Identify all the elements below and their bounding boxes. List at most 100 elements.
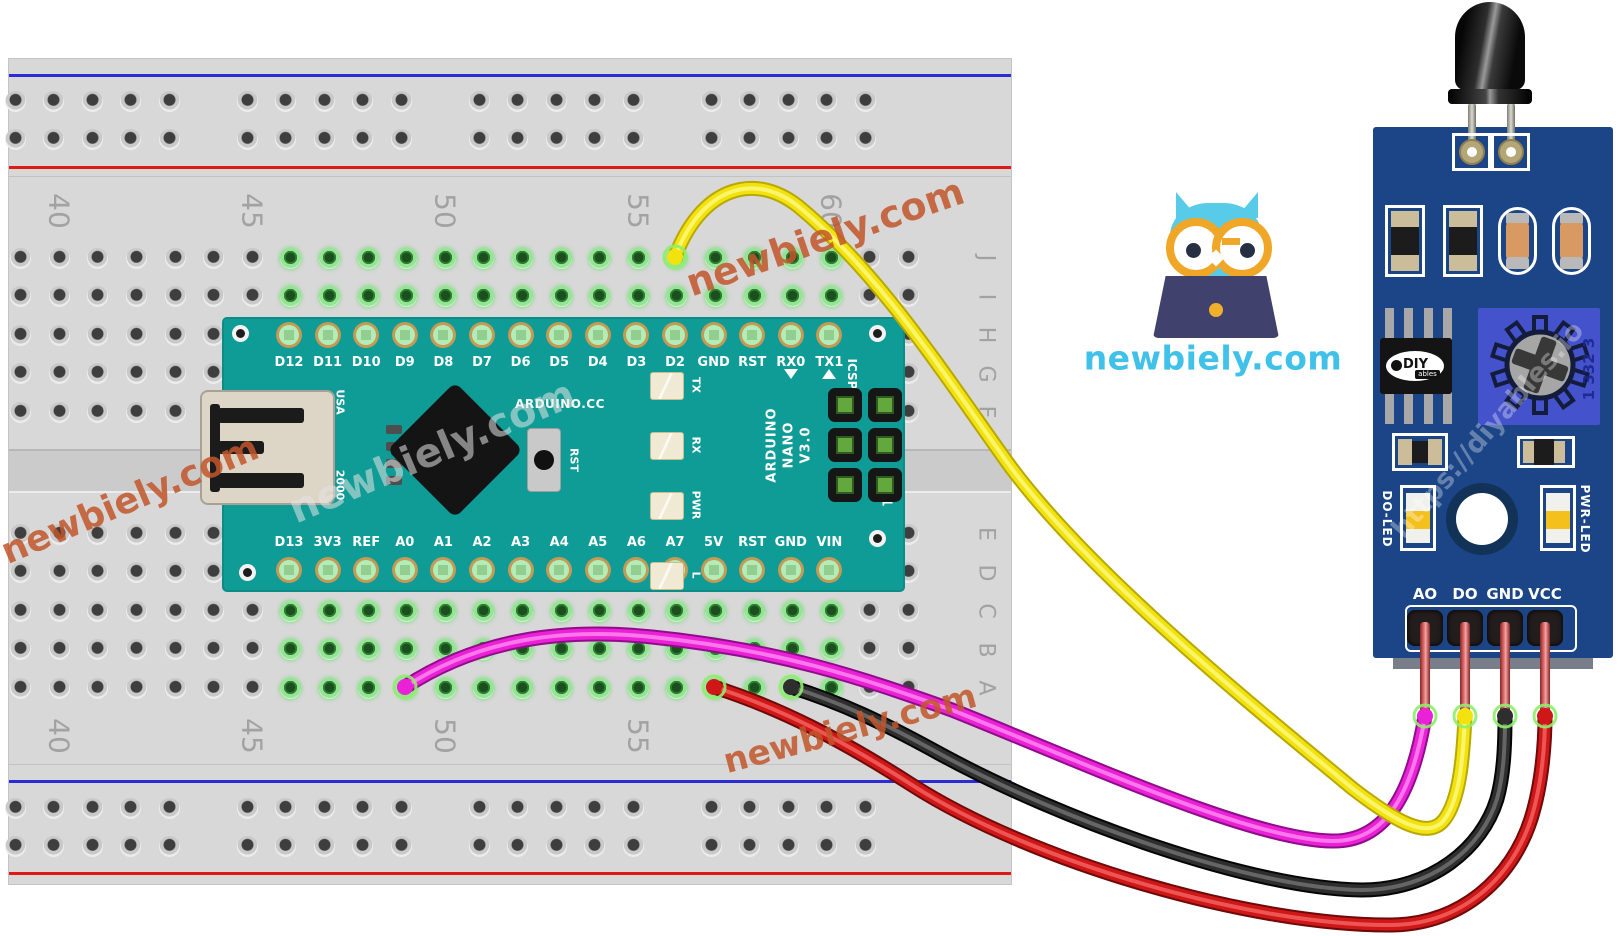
arduino-pin-gnd[interactable] xyxy=(777,557,804,583)
breadboard-rail-hole[interactable] xyxy=(43,835,65,857)
breadboard-hole[interactable] xyxy=(87,286,109,308)
breadboard-hole[interactable] xyxy=(48,363,70,385)
breadboard-hole[interactable] xyxy=(782,677,804,699)
breadboard-hole[interactable] xyxy=(859,639,881,660)
breadboard-rail-hole[interactable] xyxy=(43,128,65,150)
breadboard-hole[interactable] xyxy=(164,639,186,660)
breadboard-rail-hole[interactable] xyxy=(854,797,876,819)
breadboard-hole[interactable] xyxy=(280,286,302,308)
breadboard-hole[interactable] xyxy=(743,639,765,660)
arduino-pin-d6[interactable] xyxy=(507,322,534,348)
breadboard-hole[interactable] xyxy=(859,677,881,699)
breadboard-hole[interactable] xyxy=(164,600,186,622)
breadboard-rail-hole[interactable] xyxy=(275,90,297,112)
arduino-pin-a3[interactable] xyxy=(507,557,534,583)
breadboard-hole[interactable] xyxy=(434,639,456,660)
breadboard-hole[interactable] xyxy=(627,677,649,699)
breadboard-rail-hole[interactable] xyxy=(120,835,142,857)
breadboard-hole[interactable] xyxy=(859,600,881,622)
breadboard-rail-hole[interactable] xyxy=(739,797,761,819)
breadboard-hole[interactable] xyxy=(704,677,726,699)
breadboard-hole[interactable] xyxy=(550,600,572,622)
arduino-pin-a0[interactable] xyxy=(391,557,418,583)
breadboard-hole[interactable] xyxy=(897,639,919,660)
breadboard-hole[interactable] xyxy=(820,677,842,699)
breadboard-rail-hole[interactable] xyxy=(81,128,103,150)
arduino-pin-rst[interactable] xyxy=(739,322,766,348)
breadboard-rail-hole[interactable] xyxy=(816,90,838,112)
breadboard-rail-hole[interactable] xyxy=(584,797,606,819)
breadboard-rail-hole[interactable] xyxy=(622,128,644,150)
breadboard-hole[interactable] xyxy=(203,600,225,622)
arduino-pin-d9[interactable] xyxy=(391,322,418,348)
breadboard-hole[interactable] xyxy=(666,286,688,308)
arduino-pin-d5[interactable] xyxy=(546,322,573,348)
breadboard-rail-hole[interactable] xyxy=(700,128,722,150)
breadboard-hole[interactable] xyxy=(203,639,225,660)
reset-button[interactable] xyxy=(527,428,561,492)
arduino-pin-5v[interactable] xyxy=(700,557,727,583)
arduino-pin-a4[interactable] xyxy=(546,557,573,583)
breadboard-hole[interactable] xyxy=(87,247,109,269)
breadboard-hole[interactable] xyxy=(589,600,611,622)
breadboard-rail-hole[interactable] xyxy=(236,90,258,112)
breadboard-hole[interactable] xyxy=(627,286,649,308)
breadboard-hole[interactable] xyxy=(87,363,109,385)
breadboard-hole[interactable] xyxy=(10,639,32,660)
breadboard-rail-hole[interactable] xyxy=(545,835,567,857)
breadboard-rail-hole[interactable] xyxy=(545,128,567,150)
breadboard-hole[interactable] xyxy=(396,286,418,308)
breadboard-hole[interactable] xyxy=(550,639,572,660)
breadboard-hole[interactable] xyxy=(743,247,765,269)
breadboard-hole[interactable] xyxy=(473,286,495,308)
reset-button-cap[interactable] xyxy=(534,450,554,470)
breadboard-rail-hole[interactable] xyxy=(81,797,103,819)
breadboard-rail-hole[interactable] xyxy=(545,90,567,112)
breadboard-rail-hole[interactable] xyxy=(4,90,26,112)
breadboard-rail-hole[interactable] xyxy=(236,835,258,857)
arduino-pin-d7[interactable] xyxy=(469,322,495,348)
breadboard-rail-hole[interactable] xyxy=(700,797,722,819)
breadboard-hole[interactable] xyxy=(164,247,186,269)
breadboard-hole[interactable] xyxy=(396,247,418,269)
breadboard-rail-hole[interactable] xyxy=(468,128,490,150)
breadboard-rail-hole[interactable] xyxy=(700,90,722,112)
breadboard-hole[interactable] xyxy=(164,562,186,583)
breadboard-rail-hole[interactable] xyxy=(120,90,142,112)
breadboard-hole[interactable] xyxy=(859,286,881,308)
breadboard-hole[interactable] xyxy=(125,523,147,545)
breadboard-hole[interactable] xyxy=(318,639,340,660)
breadboard-hole[interactable] xyxy=(48,401,70,423)
breadboard-hole[interactable] xyxy=(473,247,495,269)
breadboard-rail-hole[interactable] xyxy=(739,90,761,112)
breadboard-rail-hole[interactable] xyxy=(43,90,65,112)
breadboard-rail-hole[interactable] xyxy=(854,835,876,857)
arduino-pin-vin[interactable] xyxy=(816,557,843,583)
breadboard-hole[interactable] xyxy=(48,324,70,346)
breadboard-hole[interactable] xyxy=(10,523,32,545)
breadboard-hole[interactable] xyxy=(10,247,32,269)
breadboard-hole[interactable] xyxy=(87,677,109,699)
arduino-pin-a5[interactable] xyxy=(584,557,611,583)
breadboard-hole[interactable] xyxy=(48,600,70,622)
breadboard-hole[interactable] xyxy=(318,286,340,308)
breadboard-hole[interactable] xyxy=(48,677,70,699)
breadboard-hole[interactable] xyxy=(743,286,765,308)
arduino-pin-d11[interactable] xyxy=(314,322,341,348)
breadboard-hole[interactable] xyxy=(589,677,611,699)
breadboard-hole[interactable] xyxy=(48,247,70,269)
breadboard-hole[interactable] xyxy=(48,562,70,583)
arduino-pin-d8[interactable] xyxy=(430,322,457,348)
breadboard-hole[interactable] xyxy=(357,600,379,622)
breadboard-hole[interactable] xyxy=(164,523,186,545)
breadboard-hole[interactable] xyxy=(897,247,919,269)
breadboard-hole[interactable] xyxy=(241,600,263,622)
arduino-pin-d10[interactable] xyxy=(353,322,380,348)
breadboard-rail-hole[interactable] xyxy=(120,797,142,819)
breadboard-rail-hole[interactable] xyxy=(4,797,26,819)
breadboard-rail-hole[interactable] xyxy=(120,128,142,150)
breadboard-hole[interactable] xyxy=(10,677,32,699)
arduino-pin-a6[interactable] xyxy=(623,557,650,583)
breadboard-rail-hole[interactable] xyxy=(352,128,374,150)
breadboard-rail-hole[interactable] xyxy=(236,128,258,150)
